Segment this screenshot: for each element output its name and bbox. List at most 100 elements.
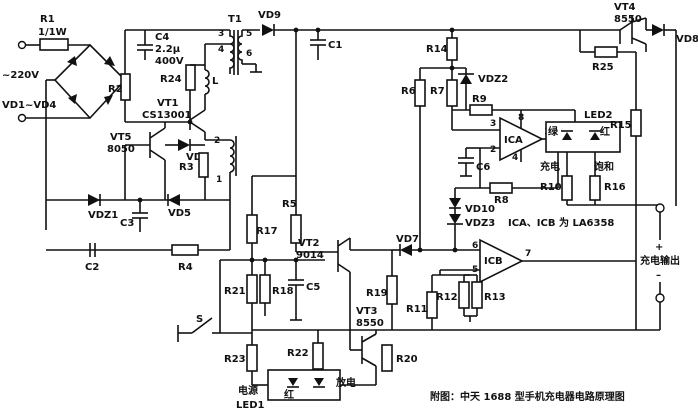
input-section: ~220V R1 1/1W VD1~VD4 R2 C4 2.2μ 400V <box>2 14 230 230</box>
t1-pin3: 3 <box>218 29 224 39</box>
discharge-label: 放电 <box>335 376 356 389</box>
c1-label: C1 <box>328 40 342 51</box>
vt5-label: VT5 <box>110 132 132 143</box>
r13-label: R13 <box>484 292 506 303</box>
r25-label: R25 <box>592 62 614 73</box>
r21-r18-c5: R21 R18 C5 <box>224 260 320 330</box>
r3-label: R3 <box>179 162 194 173</box>
resistor-r12 <box>458 281 470 309</box>
vt5-section: VT5 8050 VD6 R3 <box>107 122 209 200</box>
vt2-section: R17 R5 VT2 9014 <box>219 175 392 330</box>
bridge-label: VD1~VD4 <box>2 100 56 111</box>
r6-label: R6 <box>401 86 416 97</box>
output-terminal-plus <box>655 203 665 213</box>
output-terminal-minus <box>655 293 665 303</box>
t1-pin1: 1 <box>216 175 222 185</box>
r17-label: R17 <box>256 226 278 237</box>
capacitor-c1: C1 <box>310 30 342 60</box>
charging-label: 充电 <box>540 160 560 173</box>
c4-label: C4 <box>155 32 169 43</box>
r21-label: R21 <box>224 286 246 297</box>
r11-label: R11 <box>406 304 428 315</box>
vdz1-vd5-row: VDZ1 C3 VD5 C2 R4 <box>46 194 231 273</box>
led1-module: 红 电源 LED1 放电 R22 <box>236 330 356 411</box>
icb-triangle <box>479 238 524 284</box>
capacitor-c6: C6 <box>458 147 490 177</box>
t1-pin5: 5 <box>246 29 252 39</box>
vt3-label: VT3 <box>356 306 378 317</box>
vt2-label: VT2 <box>298 238 320 249</box>
bridge-rectifier <box>53 43 127 120</box>
s-label: S <box>196 314 203 325</box>
vdz1-label: VDZ1 <box>88 210 118 221</box>
t1-pin2: 2 <box>214 136 220 146</box>
c4-cap: 2.2μ <box>155 44 181 55</box>
ic-note: ICA、ICB 为 LA6358 <box>508 216 614 229</box>
vdz3-label: VDZ3 <box>465 218 495 229</box>
r20-label: R20 <box>396 354 418 365</box>
ac-terminal-top <box>17 40 27 50</box>
r7-label: R7 <box>430 86 445 97</box>
resistor-r10 <box>561 175 573 201</box>
vd8-label: VD8 <box>676 34 698 45</box>
vt2-type: 9014 <box>296 250 324 261</box>
out-minus: – <box>656 270 661 281</box>
vt1-label: VT1 <box>157 98 179 109</box>
vd9-label: VD9 <box>258 10 281 21</box>
resistor-r22 <box>312 342 324 370</box>
icb-label: ICB <box>484 256 503 267</box>
ica-pin2: 2 <box>490 145 496 155</box>
vt1-type: CS13001 <box>142 110 192 121</box>
transformer-t1: T1 3 4 5 6 <box>204 14 262 75</box>
vt4-type: 8550 <box>614 14 642 25</box>
r1-value: 1/1W <box>38 27 67 38</box>
led2-box <box>545 121 621 153</box>
green-label: 绿 <box>548 125 559 138</box>
r10-label: R10 <box>540 182 562 193</box>
c2-label: C2 <box>85 262 99 273</box>
vdz2-label: VDZ2 <box>478 74 508 85</box>
r10-r16: R10 R16 <box>540 175 660 206</box>
resistor-r19 <box>386 275 398 305</box>
t1-feedback-winding: 2 1 <box>205 136 237 200</box>
vd6-label: VD6 <box>186 152 209 163</box>
vd7-label: VD7 <box>396 234 419 245</box>
r18-label: R18 <box>272 286 294 297</box>
resistor-r3 <box>198 152 209 178</box>
vt4-label: VT4 <box>614 2 636 13</box>
c5-label: C5 <box>306 282 320 293</box>
c6-label: C6 <box>476 162 490 173</box>
resistor-r20 <box>381 344 393 372</box>
resistor-r6 <box>414 79 426 107</box>
red-label: 红 <box>600 125 610 138</box>
reference-section: R14 VDZ2 R6 R7 R9 <box>401 30 576 250</box>
c3-label: C3 <box>120 218 134 229</box>
c4-volt: 400V <box>155 56 184 67</box>
r11-r12-r13: R11 R12 R13 <box>406 274 506 330</box>
resistor-r24 <box>185 64 196 91</box>
ica-opamp: ICA 3 2 1 8 4 <box>479 110 550 188</box>
r22-label: R22 <box>287 348 309 359</box>
r5-label: R5 <box>282 199 297 210</box>
r8-label: R8 <box>494 195 509 206</box>
resistor-r21 <box>246 274 258 304</box>
resistor-r13 <box>471 281 483 309</box>
ac-terminal-bottom <box>17 113 27 123</box>
r1-label: R1 <box>40 14 55 25</box>
t1-pin6: 6 <box>246 49 252 59</box>
resistor-r7 <box>446 79 458 107</box>
r24-label: R24 <box>160 74 182 85</box>
out-label: 充电输出 <box>640 254 680 267</box>
led2-label: LED2 <box>584 110 613 121</box>
r16-label: R16 <box>604 182 626 193</box>
resistor-r25 <box>594 46 618 58</box>
r15-label: R15 <box>610 120 632 131</box>
ica-pin4: 4 <box>512 153 518 163</box>
vd10-label: VD10 <box>465 204 495 215</box>
r23-label: R23 <box>224 354 246 365</box>
icb-pin6: 6 <box>472 241 478 251</box>
ica-label: ICA <box>504 135 523 146</box>
resistor-r14 <box>446 37 458 61</box>
saturated-label: 饱和 <box>594 160 614 173</box>
